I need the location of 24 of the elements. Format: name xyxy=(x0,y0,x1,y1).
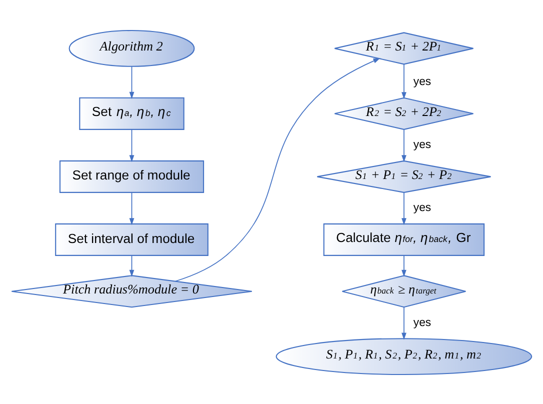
node-diamond: ηback ≥ ηtarget xyxy=(342,274,466,308)
arrow xyxy=(402,128,406,162)
node-ellipse: Algorithm 2 xyxy=(68,29,195,66)
edge-label: yes xyxy=(413,316,432,328)
edge-label: yes xyxy=(413,76,432,88)
node-box: Set ηa, ηb, ηc xyxy=(79,96,184,130)
node-diamond: S1 + P1 = S2 + P2 xyxy=(316,160,492,192)
arrow xyxy=(129,254,134,276)
edge-label: yes xyxy=(413,138,432,151)
edge-label: yes xyxy=(413,202,432,214)
node-box: Calculate ηfor, ηback, Gr xyxy=(323,222,485,256)
node-box: Set interval of module xyxy=(55,222,208,256)
node-diamond: R2 = S2 + 2P2 xyxy=(334,96,474,130)
arrow xyxy=(402,254,406,276)
arrow xyxy=(129,128,134,162)
node-box: Set range of module xyxy=(59,160,204,192)
arrow xyxy=(129,192,134,225)
node-diamond: Pitch radius%module = 0 xyxy=(11,274,252,308)
arrow xyxy=(402,192,406,225)
arrow xyxy=(174,58,380,282)
node-ellipse: S1, P1, R1, S2, P2, R2, m1, m2 xyxy=(276,338,532,375)
arrow xyxy=(402,63,406,99)
arrow xyxy=(129,66,134,98)
arrow xyxy=(402,306,406,340)
